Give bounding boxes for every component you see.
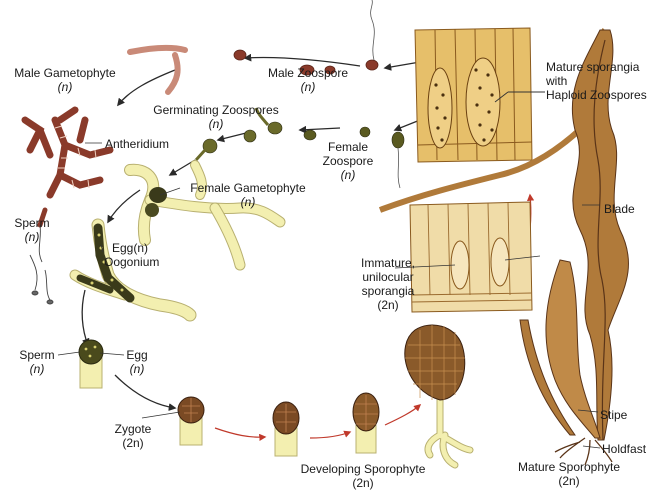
egg-oogonium-line2: Oogonium <box>104 255 159 269</box>
label-stipe: Stipe <box>600 408 627 422</box>
female-zoospore-line2: Zoospore <box>318 154 378 168</box>
zygote-ploidy: (2n) <box>110 436 156 450</box>
label-holdfast: Holdfast <box>602 442 646 456</box>
label-developing-sporophyte: Developing Sporophyte (2n) <box>290 462 436 490</box>
sperm-bottom-text: Sperm <box>14 348 60 362</box>
label-mature-sporangia: Mature sporangia with Haploid Zoospores <box>546 60 647 102</box>
arrow-sporangia-to-male-zoospore <box>385 62 420 68</box>
label-sperm-top: Sperm (n) <box>10 216 54 244</box>
label-egg-bottom: Egg (n) <box>122 348 152 376</box>
developing-sporophyte-1 <box>273 402 299 456</box>
sperm-bottom-ploidy: (n) <box>14 362 60 376</box>
developing-sporophyte-text: Developing Sporophyte <box>290 462 436 476</box>
label-sperm-bottom: Sperm (n) <box>14 348 60 376</box>
arrow-egg-to-sperm-egg <box>82 290 88 345</box>
egg-oogonium-line1: Egg(n) <box>104 241 159 255</box>
sperm-top-ploidy: (n) <box>10 230 54 244</box>
stipe-text: Stipe <box>600 408 627 422</box>
label-male-zoospore: Male Zoospore (n) <box>258 66 358 94</box>
arrow-developing-to-next <box>310 432 350 438</box>
holdfast-text: Holdfast <box>602 442 646 456</box>
label-female-zoospore: Female Zoospore (n) <box>318 140 378 182</box>
immature-sporangia-line1: Immature, <box>352 256 424 270</box>
label-zygote: Zygote (2n) <box>110 422 156 450</box>
male-gametophyte-text: Male Gametophyte <box>10 66 120 80</box>
female-zoospore-ploidy: (n) <box>318 168 378 182</box>
developing-sporophyte-2 <box>353 393 379 453</box>
male-spore-1 <box>234 50 246 60</box>
female-egg-cell-2 <box>145 203 159 217</box>
female-gametophyte-text: Female Gametophyte <box>180 181 316 195</box>
arrow-to-zygote <box>115 375 175 408</box>
label-germinating-zoospores: Germinating Zoospores (n) <box>144 103 288 131</box>
mature-sporangia-line3: Haploid Zoospores <box>546 88 647 102</box>
male-gametophyte <box>25 110 110 225</box>
female-egg-cell-1 <box>149 187 167 203</box>
immature-sporangia-ploidy: (2n) <box>352 298 424 312</box>
arrow-zygote-to-developing <box>215 428 265 437</box>
immature-sporangia-line2: unilocular <box>352 270 424 284</box>
male-gametophyte-ploidy: (n) <box>10 80 120 94</box>
blade-text: Blade <box>604 202 635 216</box>
male-zoospore-text: Male Zoospore <box>258 66 358 80</box>
arrow-female-zoospore-left <box>300 128 340 130</box>
arrow-developing-to-large <box>385 405 420 425</box>
sperm-top-text: Sperm <box>10 216 54 230</box>
arrow-male-zoospore-to-spores <box>245 57 360 66</box>
label-egg-oogonium: Egg(n) Oogonium <box>104 241 159 269</box>
label-immature-sporangia: Immature, unilocular sporangia (2n) <box>352 256 424 312</box>
oogonium-filament <box>75 225 190 315</box>
arrow-sporangia-to-female-zoospore <box>395 120 420 130</box>
mature-sporangia-tissue <box>415 28 545 162</box>
developing-sporophyte-ploidy: (2n) <box>290 476 436 490</box>
arrow-gametophyte-to-egg <box>108 190 140 222</box>
antheridium-text: Antheridium <box>105 137 169 151</box>
male-spore-flagellum <box>371 0 375 60</box>
label-blade: Blade <box>604 202 635 216</box>
male-zoospore-ploidy: (n) <box>258 80 358 94</box>
arrow-to-male-gametophyte <box>118 70 175 105</box>
label-mature-sporophyte: Mature Sporophyte (2n) <box>506 460 632 488</box>
egg-bottom-ploidy: (n) <box>122 362 152 376</box>
developing-sporophyte-3 <box>405 325 470 465</box>
zygote-text: Zygote <box>110 422 156 436</box>
mature-sporophyte-text: Mature Sporophyte <box>506 460 632 474</box>
zygote <box>178 397 204 445</box>
germinating-zoospores-ploidy: (n) <box>144 117 288 131</box>
male-spore-4 <box>366 60 378 70</box>
label-antheridium: Antheridium <box>105 137 169 151</box>
mature-sporangia-line1: Mature sporangia <box>546 60 647 74</box>
germinating-zoospores-text: Germinating Zoospores <box>144 103 288 117</box>
label-female-gametophyte: Female Gametophyte (n) <box>180 181 316 209</box>
egg-bottom-text: Egg <box>122 348 152 362</box>
male-filament <box>130 48 185 92</box>
mature-sporangia-line2: with <box>546 74 647 88</box>
mature-sporophyte-ploidy: (2n) <box>506 474 632 488</box>
female-zoospore-line1: Female <box>318 140 378 154</box>
immature-sporangia-line3: sporangia <box>352 284 424 298</box>
female-gametophyte-ploidy: (n) <box>180 195 316 209</box>
sperm-egg-fertilization <box>79 340 103 388</box>
label-male-gametophyte: Male Gametophyte (n) <box>10 66 120 94</box>
